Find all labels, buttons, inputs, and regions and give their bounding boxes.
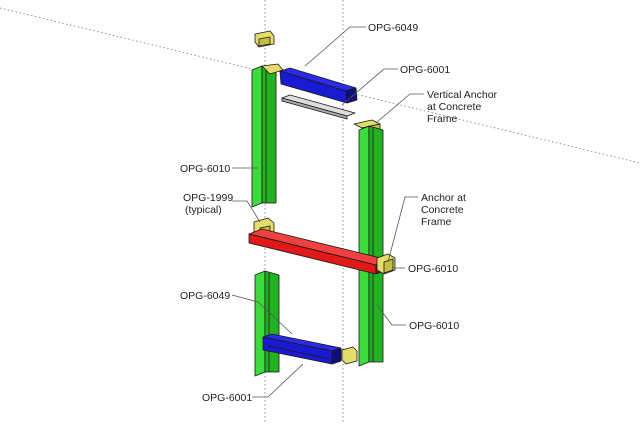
label-opg-6010-mid: OPG-6010 [408, 263, 458, 275]
leader-opg-1999 [232, 200, 261, 223]
anchor-clip-concrete [376, 253, 396, 275]
label-vertical-anchor-line1: Vertical Anchor [427, 89, 498, 101]
leader-opg-6001-top [341, 68, 398, 106]
label-anchor-concrete-line2: Concrete [421, 204, 464, 216]
mullion-left-upper [251, 63, 284, 208]
label-opg-6049-top: OPG-6049 [368, 22, 418, 34]
label-opg-6001-bottom: OPG-6001 [202, 392, 252, 404]
leader-anchor-concrete [387, 196, 418, 263]
label-anchor-concrete-line3: Frame [421, 216, 451, 228]
label-opg-1999-line1: OPG-1999 [183, 192, 233, 204]
label-opg-6049-bottom: OPG-6049 [180, 290, 230, 302]
label-opg-6010-left: OPG-6010 [180, 163, 230, 175]
label-opg-1999-line2: (typical) [185, 204, 222, 216]
label-anchor-concrete-line1: Anchor at [421, 192, 466, 204]
leader-opg-6049-top [304, 26, 366, 67]
leader-opg-6001-bottom [252, 363, 304, 398]
label-opg-6001-top: OPG-6001 [400, 64, 450, 76]
anchor-clip-top [254, 30, 275, 48]
mullion-right [358, 125, 384, 367]
label-vertical-anchor-line3: Frame [427, 113, 457, 125]
leader-opg-6010-right [376, 304, 406, 326]
label-opg-6010-right: OPG-6010 [409, 320, 459, 332]
anchor-clip-bottom [341, 346, 358, 365]
mullion-left-lower [254, 270, 280, 377]
leader-vertical-anchor [376, 93, 424, 123]
label-vertical-anchor-line2: at Concrete [427, 101, 481, 113]
flashing-top [281, 94, 356, 120]
leader-opg-6049-bottom [231, 294, 293, 335]
head-member-bottom [262, 333, 342, 365]
